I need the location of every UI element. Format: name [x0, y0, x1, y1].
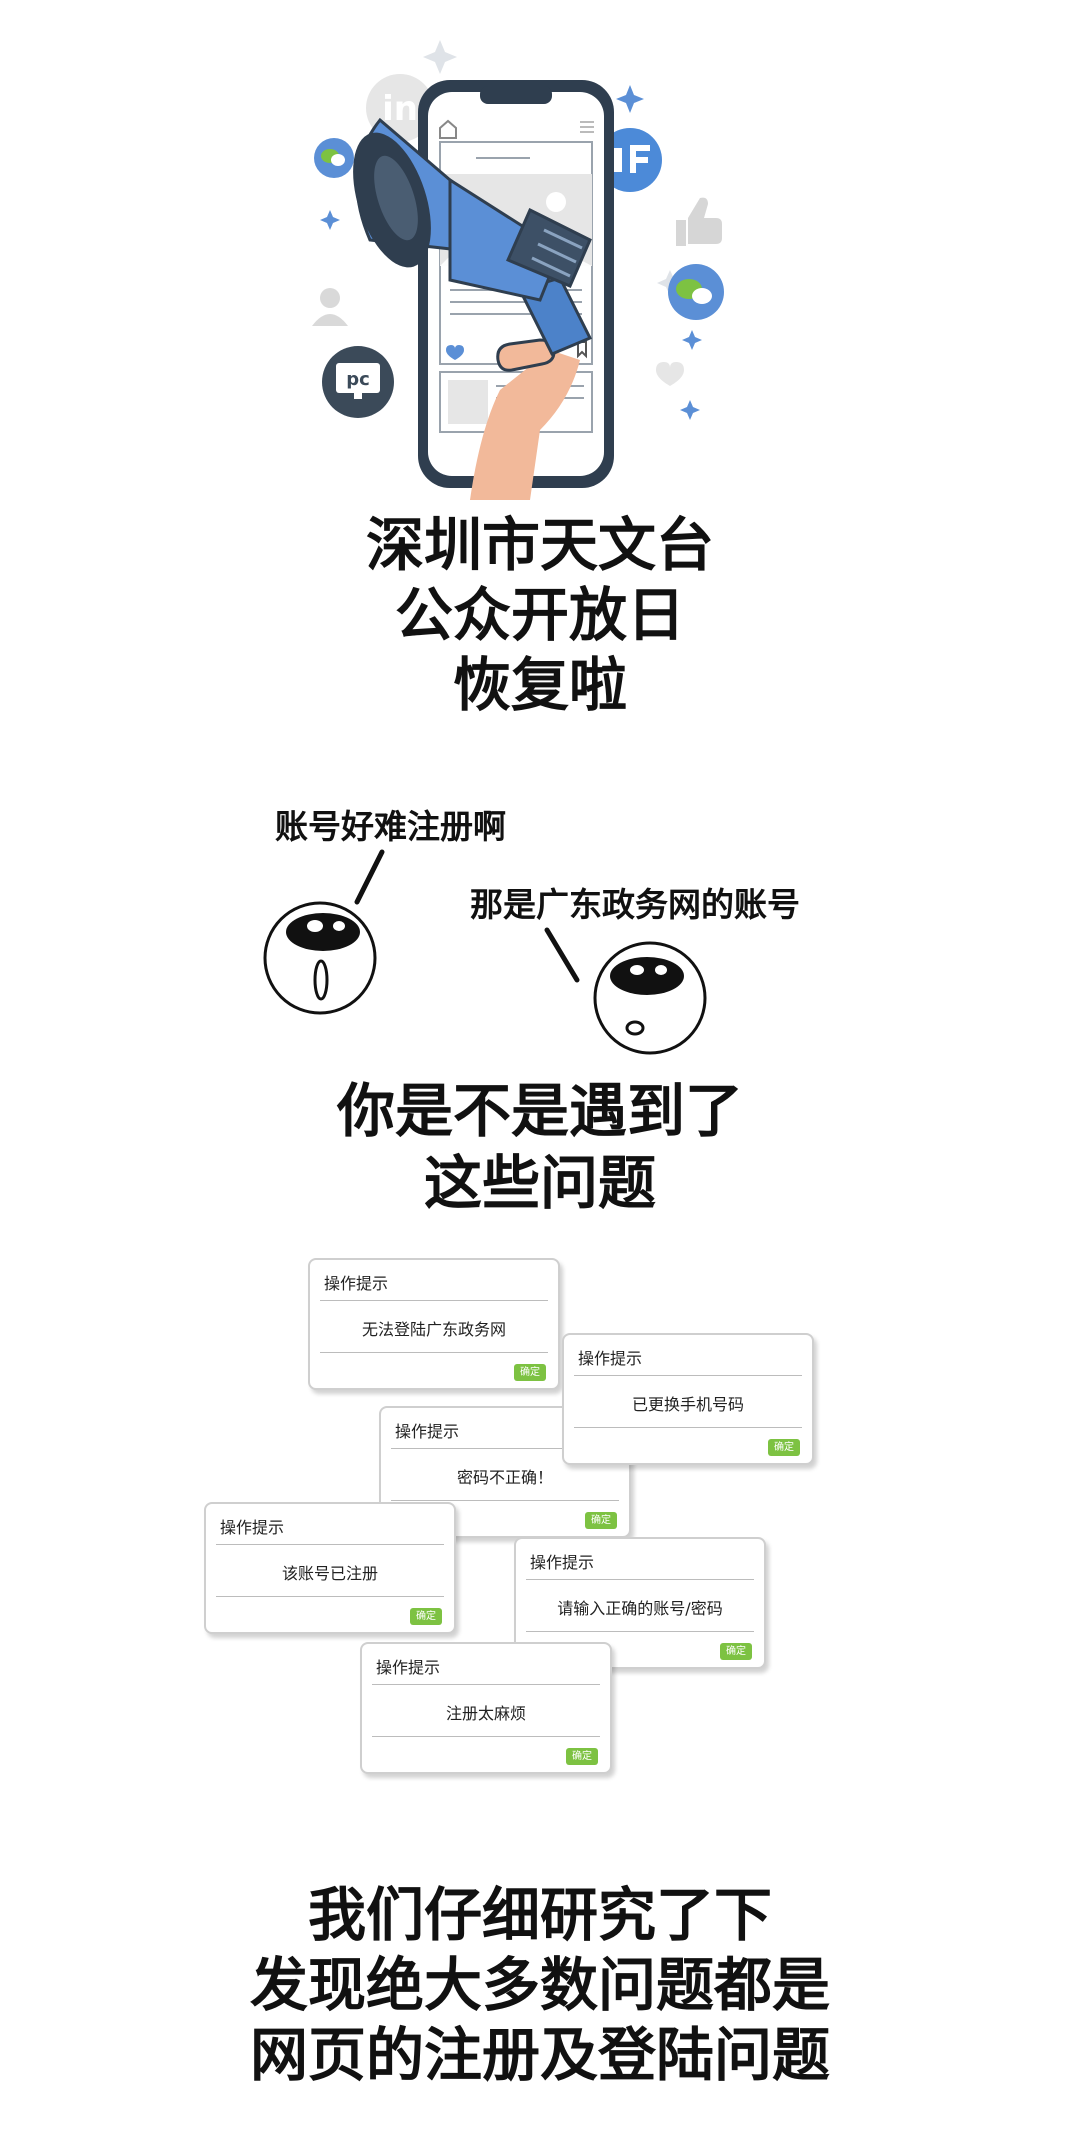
dialog-message: 已更换手机号码: [631, 1395, 744, 1414]
dialog-message: 注册太麻烦: [445, 1704, 526, 1723]
left-speech-text: 账号好难注册啊: [275, 807, 506, 846]
dialog-login-failed: 操作提示 无法登陆广东政务网 确定: [308, 1258, 560, 1390]
wechat-icon: [314, 138, 354, 178]
headline-line: 我们仔细研究了下: [307, 1881, 772, 1949]
right-character-face: [593, 941, 707, 1055]
divider: [372, 1736, 600, 1737]
thumbs-up-icon: [676, 197, 722, 246]
wechat-icon: [668, 264, 724, 320]
headline-line: 深圳市天文台: [365, 511, 714, 579]
megaphone-illustration: [353, 117, 593, 500]
confirm-button[interactable]: 确定: [768, 1439, 800, 1456]
user-icon: [312, 288, 348, 326]
confirm-button[interactable]: 确定: [410, 1608, 442, 1625]
headline-line: 网页的注册及登陆问题: [249, 2021, 830, 2089]
confirm-button[interactable]: 确定: [566, 1748, 598, 1765]
divider: [320, 1352, 548, 1353]
headline-reopening: 深圳市天文台 公众开放日 恢复啦: [0, 510, 1080, 720]
dialog-title: 操作提示: [578, 1349, 643, 1368]
dialog-phone-changed: 操作提示 已更换手机号码 确定: [562, 1333, 814, 1465]
divider: [574, 1427, 802, 1428]
confirm-button[interactable]: 确定: [585, 1512, 617, 1529]
divider: [391, 1448, 619, 1449]
headline-conclusion: 我们仔细研究了下 发现绝大多数问题都是 网页的注册及登陆问题: [0, 1880, 1080, 2090]
dialog-message: 密码不正确！: [456, 1468, 553, 1487]
sparkle-icon: [320, 85, 702, 420]
svg-text:pc: pc: [346, 369, 370, 390]
headline-line: 发现绝大多数问题都是: [249, 1951, 830, 2019]
dialog-title: 操作提示: [395, 1422, 460, 1441]
confirm-button[interactable]: 确定: [514, 1364, 546, 1381]
headline-line: 恢复啦: [452, 651, 627, 719]
dialog-message: 请输入正确的账号/密码: [557, 1599, 723, 1618]
headline-question: 你是不是遇到了 这些问题: [0, 1075, 1080, 1219]
headline-line: 这些问题: [423, 1149, 656, 1217]
hero-illustration: in pc: [312, 40, 724, 500]
dialog-message: 无法登陆广东政务网: [361, 1320, 506, 1339]
headline-line: 公众开放日: [394, 581, 685, 649]
svg-text:in: in: [382, 89, 418, 129]
confirm-button[interactable]: 确定: [720, 1643, 752, 1660]
dialog-title: 操作提示: [220, 1518, 285, 1537]
divider: [216, 1596, 444, 1597]
pc-icon: pc: [322, 346, 394, 418]
headline-line: 你是不是遇到了: [336, 1077, 743, 1145]
divider: [216, 1544, 444, 1545]
divider: [526, 1579, 754, 1580]
divider: [320, 1300, 548, 1301]
conversation-illustration: [263, 849, 707, 1055]
divider: [574, 1375, 802, 1376]
left-character-face: [263, 901, 377, 1015]
heart-icon: [656, 362, 684, 386]
right-speech-text: 那是广东政务网的账号: [470, 885, 800, 924]
dialog-title: 操作提示: [530, 1553, 595, 1572]
dialog-registration-hassle: 操作提示 注册太麻烦 确定: [360, 1642, 612, 1774]
dialog-message: 该账号已注册: [281, 1564, 378, 1583]
divider: [391, 1500, 619, 1501]
dialog-already-registered: 操作提示 该账号已注册 确定: [204, 1502, 456, 1634]
divider: [526, 1631, 754, 1632]
dialog-title: 操作提示: [376, 1658, 441, 1677]
divider: [372, 1684, 600, 1685]
dialog-title: 操作提示: [324, 1274, 389, 1293]
